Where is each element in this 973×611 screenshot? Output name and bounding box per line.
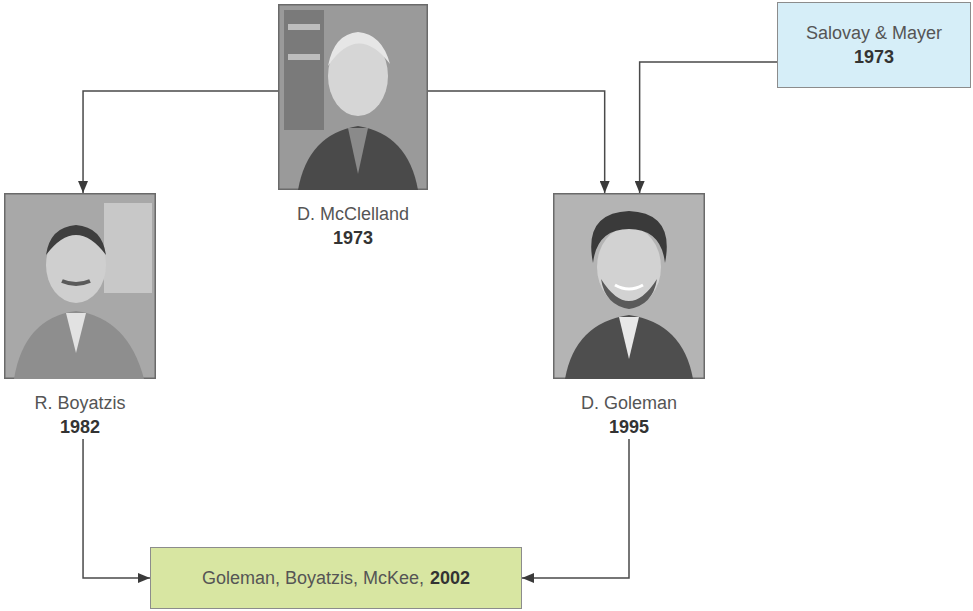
portrait-photo <box>278 4 428 190</box>
arrow-connector <box>428 91 605 193</box>
result-box: Goleman, Boyatzis, McKee,2002 <box>150 547 522 609</box>
node-year: 2002 <box>430 566 470 590</box>
node-year: 1973 <box>854 45 894 69</box>
node-title: Goleman, Boyatzis, McKee, <box>202 566 424 590</box>
node-year: 1982 <box>4 415 156 439</box>
node-title: R. Boyatzis <box>4 391 156 415</box>
arrow-connector <box>83 439 150 578</box>
portrait-photo <box>553 193 705 379</box>
node-year: 1995 <box>553 415 705 439</box>
node-title: D. Goleman <box>553 391 705 415</box>
source-box: Salovay & Mayer1973 <box>777 2 971 88</box>
node-title: D. McClelland <box>278 202 428 226</box>
arrow-connector <box>522 439 629 578</box>
node-title: Salovay & Mayer <box>806 21 942 45</box>
node-year: 1973 <box>278 226 428 250</box>
person-node: D. Goleman1995 <box>553 193 705 439</box>
person-node: D. McClelland1973 <box>278 4 428 250</box>
arrow-connector <box>640 62 777 193</box>
person-node: R. Boyatzis1982 <box>4 193 156 439</box>
arrow-connector <box>83 91 278 193</box>
portrait-photo <box>4 193 156 379</box>
